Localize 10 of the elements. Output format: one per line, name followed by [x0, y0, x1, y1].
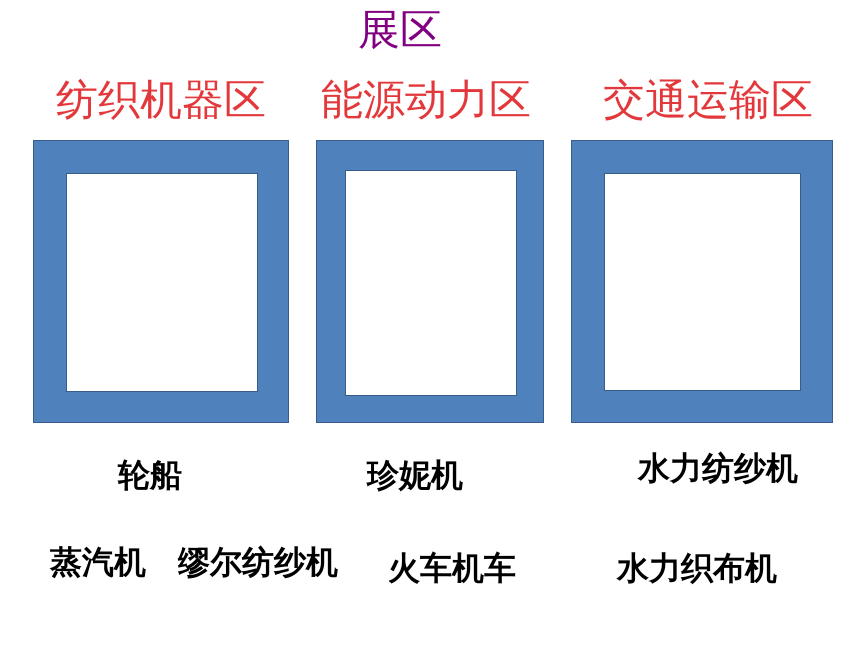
item-label: 蒸汽机: [50, 546, 146, 578]
item-label: 水力织布机: [617, 552, 777, 584]
item-label: 缪尔纺纱机: [178, 546, 338, 578]
zone-heading: 能源动力区: [321, 80, 531, 122]
title: 展区: [358, 10, 442, 52]
item-label: 火车机车: [388, 552, 516, 584]
zone-heading: 纺织机器区: [56, 80, 266, 122]
zone-heading: 交通运输区: [603, 80, 813, 122]
item-label: 轮船: [118, 459, 182, 491]
item-label: 珍妮机: [367, 459, 463, 491]
